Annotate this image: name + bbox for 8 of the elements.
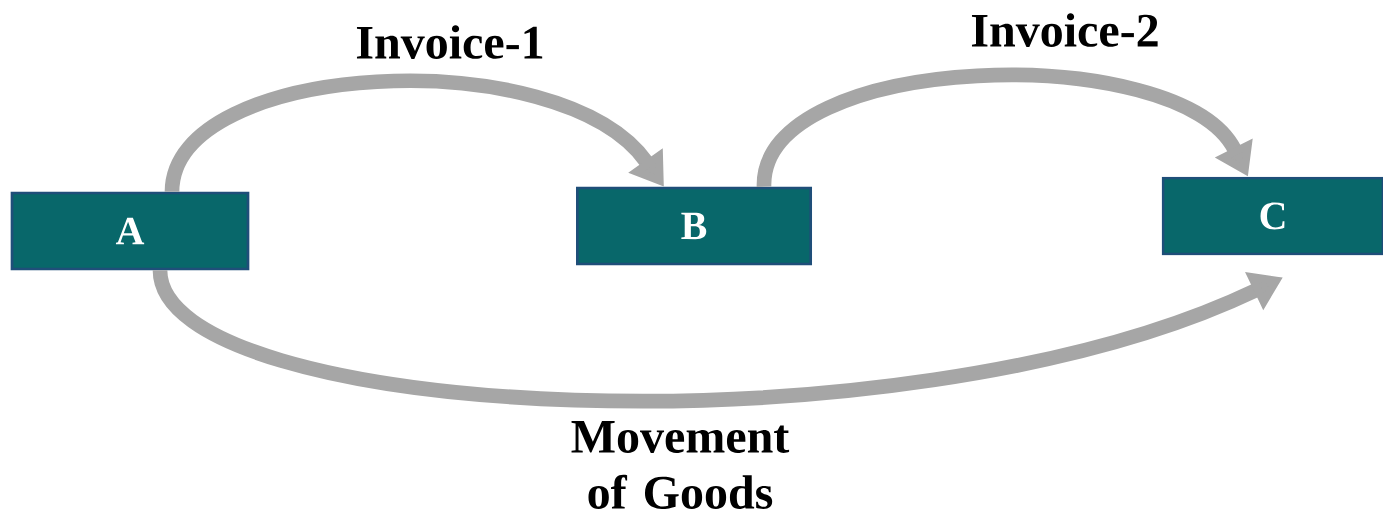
curved-arrow [164, 74, 664, 194]
edge-label: Invoice-2 [971, 13, 1158, 47]
process-box: A [10, 191, 250, 271]
curved-arrow [756, 68, 1253, 189]
edge-label: Movement of Goods [571, 421, 790, 509]
edge-label: Invoice-1 [356, 25, 543, 59]
process-box: B [576, 186, 812, 266]
process-box: C [1161, 176, 1383, 256]
